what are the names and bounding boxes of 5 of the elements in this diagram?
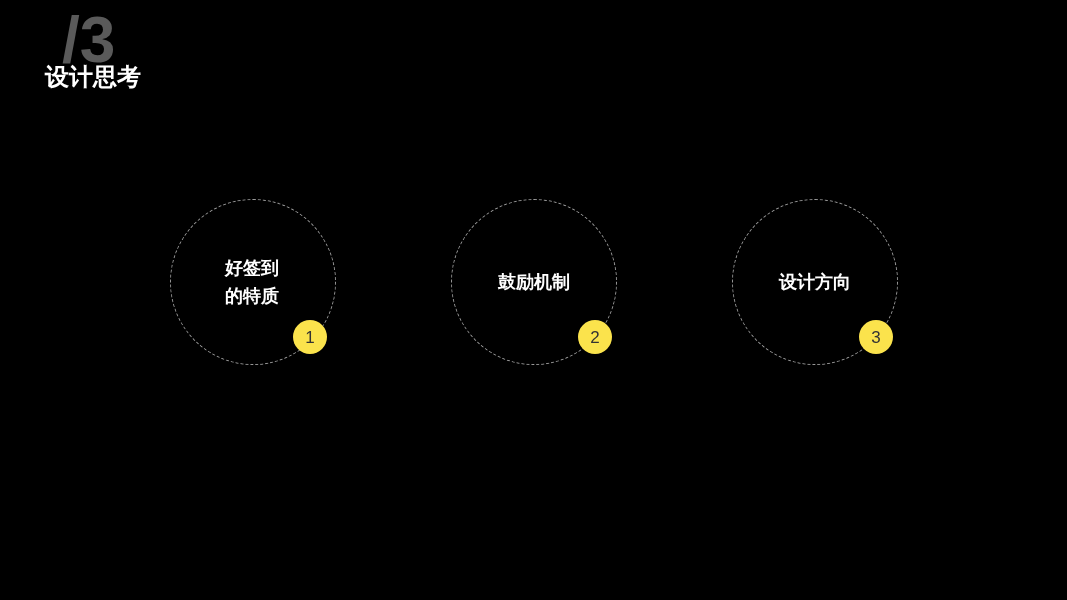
section-number: /3 xyxy=(62,17,116,63)
circle-label: 好签到的特质 xyxy=(223,255,281,308)
slide-title: 设计思考 xyxy=(45,64,141,90)
circle-label: 鼓励机制 xyxy=(497,269,570,294)
circle-label: 设计方向 xyxy=(778,269,851,294)
